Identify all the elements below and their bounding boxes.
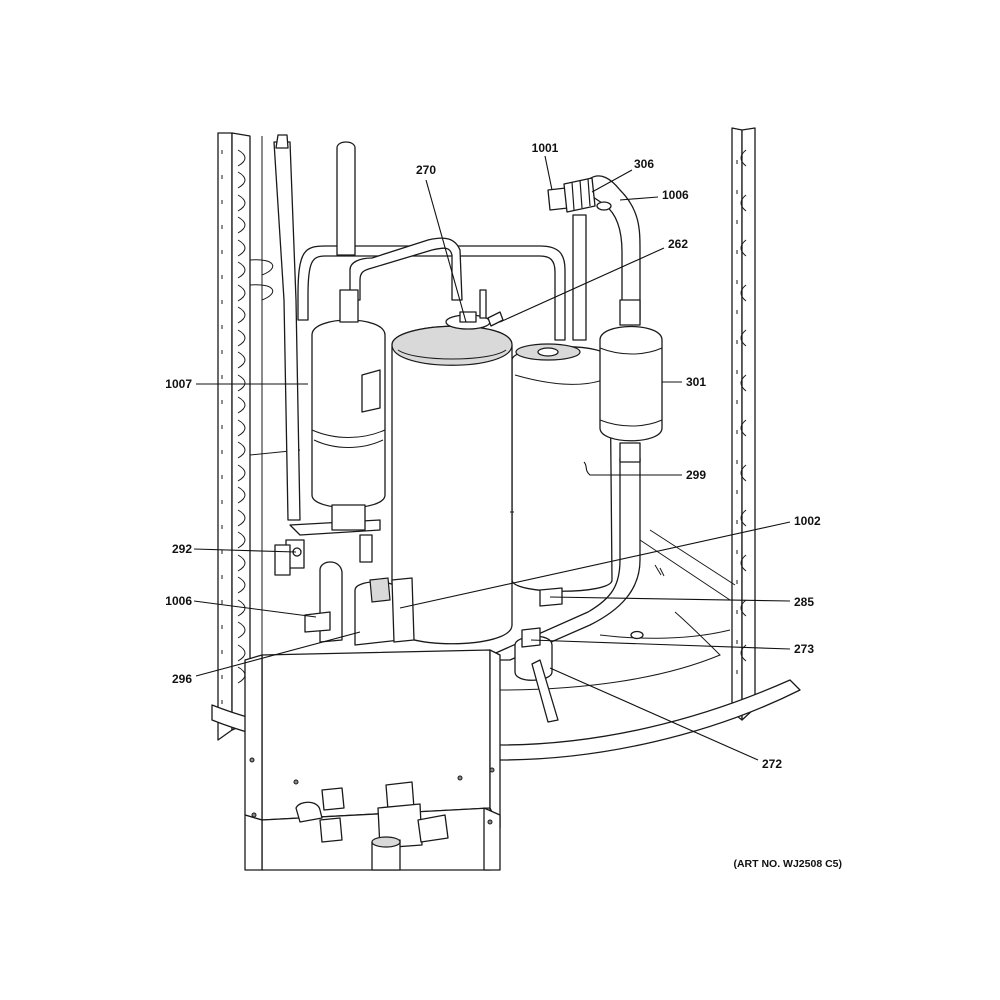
leader-lines <box>193 155 791 761</box>
service-valve <box>547 177 612 213</box>
callout-262: 262 <box>668 237 688 251</box>
callout-1001: 1001 <box>532 141 559 155</box>
right-coil-hairpins <box>736 149 747 674</box>
leader-270 <box>425 179 467 323</box>
right-coil-frame <box>731 127 756 721</box>
leader-292 <box>193 548 297 553</box>
callout-1006-bottom: 1006 <box>165 594 192 608</box>
leader-285 <box>549 596 791 602</box>
callout-270: 270 <box>416 163 436 177</box>
leader-1001 <box>544 155 553 191</box>
callout-1006-top: 1006 <box>662 188 689 202</box>
leader-273 <box>530 639 791 650</box>
left-coil-hairpins <box>221 149 246 704</box>
refrigerant-piping <box>273 134 641 661</box>
plate-service-valves <box>295 781 449 871</box>
reversing-valve-assembly <box>274 534 563 723</box>
art-number: (ART NO. WJ2508 C5) <box>733 858 842 870</box>
callout-labels: 1001 306 1006 270 262 1007 301 299 1002 … <box>165 141 821 771</box>
leader-299 <box>583 461 682 476</box>
callout-296: 296 <box>172 672 192 686</box>
leader-1002 <box>399 521 791 609</box>
callout-1002: 1002 <box>794 514 821 528</box>
callout-285: 285 <box>794 595 814 609</box>
leader-272 <box>549 667 759 761</box>
leader-306 <box>591 169 633 193</box>
callout-301: 301 <box>686 375 706 389</box>
callout-273: 273 <box>794 642 814 656</box>
callout-1007: 1007 <box>165 377 192 391</box>
leader-1006a <box>619 196 659 201</box>
callout-272: 272 <box>762 757 782 771</box>
leader-262 <box>499 247 665 323</box>
leader-296 <box>195 631 361 677</box>
callout-299: 299 <box>686 468 706 482</box>
filter-drier <box>599 299 663 463</box>
accumulator <box>311 289 386 531</box>
front-service-plate <box>244 649 501 871</box>
rear-compressor <box>511 343 613 592</box>
leader-1006b <box>193 600 317 618</box>
callout-292: 292 <box>172 542 192 556</box>
callout-306: 306 <box>634 157 654 171</box>
left-coil-frame <box>217 132 301 741</box>
